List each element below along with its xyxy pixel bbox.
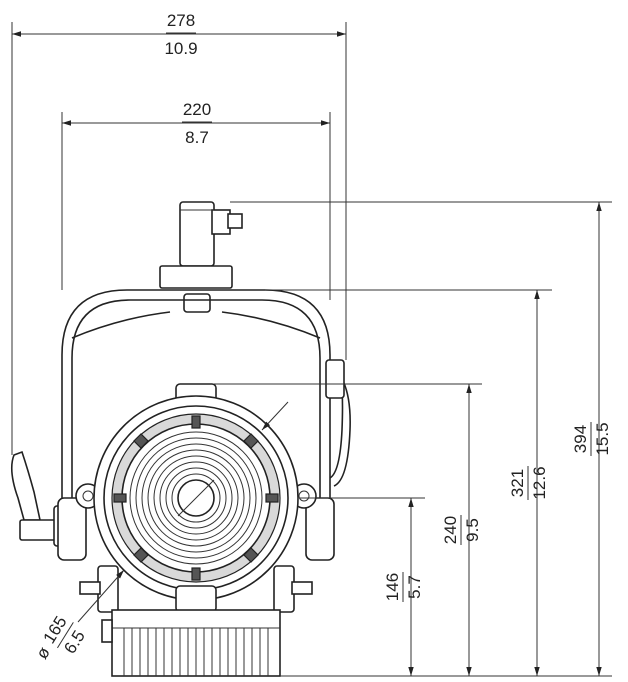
dimension-overall-width: 278 10.9	[12, 11, 346, 58]
heat-sink-base	[79, 565, 313, 677]
dimension-height-yoke-top: 321 12.6	[508, 290, 549, 676]
height-lens-bottom-in: 5.7	[405, 575, 424, 599]
vent-slots	[113, 415, 279, 581]
lens-diameter-symbol: ø	[32, 644, 54, 663]
yoke-width-mm: 220	[183, 100, 211, 119]
yoke	[61, 289, 331, 500]
height-yoke-top-mm: 321	[508, 469, 527, 497]
mounting-spigot	[159, 201, 243, 313]
side-handle	[325, 359, 351, 487]
height-lens-top-mm: 240	[441, 516, 460, 544]
height-yoke-top-in: 12.6	[530, 466, 549, 499]
height-lens-bottom-mm: 146	[383, 573, 402, 601]
fresnel-lens	[129, 431, 263, 565]
dimension-yoke-width: 220 8.7	[62, 100, 330, 147]
lamp-housing	[93, 383, 299, 601]
yoke-width-in: 8.7	[185, 128, 209, 147]
overall-width-mm: 278	[167, 11, 195, 30]
dimension-height-lens-top: 240 9.5	[441, 384, 482, 676]
overall-width-in: 10.9	[164, 39, 197, 58]
height-total-mm: 394	[571, 425, 590, 453]
extension-lines	[11, 22, 612, 677]
dimension-height-lens-bottom: 146 5.7	[383, 498, 424, 676]
height-total-in: 15.5	[593, 422, 612, 455]
fixture-outline	[10, 201, 351, 677]
dimension-height-total: 394 15.5	[571, 202, 612, 676]
height-lens-top-in: 9.5	[463, 518, 482, 542]
